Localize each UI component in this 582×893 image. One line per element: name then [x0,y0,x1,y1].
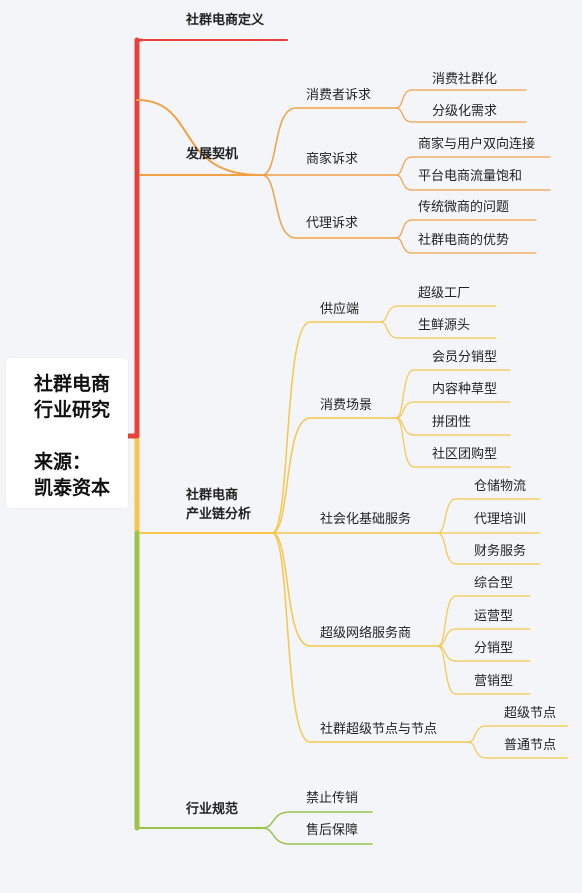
edge-network-1 [437,595,531,647]
edge-social-1 [437,498,541,534]
edge-nodes [271,532,469,743]
leaf-consumer-socialization[interactable]: 消费社群化 [432,72,498,87]
edge-consumer-1 [395,89,527,109]
branch-regulation[interactable]: 行业规范 [186,802,239,817]
leaf-marketing[interactable]: 营销型 [474,674,514,689]
edge-social-3 [437,532,541,565]
leaf-operation[interactable]: 运营型 [474,609,514,624]
edge-regulation-1 [261,811,373,829]
leaf-social-advantage[interactable]: 社群电商的优势 [418,233,510,248]
edge-merchant-1 [395,156,551,176]
leaf-agent-training[interactable]: 代理培训 [474,512,527,527]
edge-scene-1 [395,369,511,419]
edge-nodes-1 [467,725,569,743]
leaf-after-sales[interactable]: 售后保障 [306,823,359,838]
edge-merchant-2 [395,174,551,191]
leaf-member-distribution[interactable]: 会员分销型 [432,350,498,365]
node-network-provider[interactable]: 超级网络服务商 [320,626,412,641]
node-super-nodes[interactable]: 社群超级节点与节点 [320,722,438,737]
leaf-tiered-demand[interactable]: 分级化需求 [432,104,498,119]
edge-scene-4 [395,417,511,468]
leaf-distribution[interactable]: 分销型 [474,641,514,656]
edge-scene [271,417,397,534]
edge-network-4 [437,645,531,695]
edge-consumer-2 [395,107,527,123]
leaf-community-group[interactable]: 社区团购型 [432,447,498,462]
node-supply[interactable]: 供应端 [320,302,360,317]
edge-regulation-2 [261,827,373,845]
edge-opportunity-in [136,99,261,176]
leaf-merchant-user-link[interactable]: 商家与用户双向连接 [418,137,536,152]
leaf-no-pyramid[interactable]: 禁止传销 [306,791,359,806]
edge-scene-2 [395,401,511,419]
leaf-super-factory[interactable]: 超级工厂 [418,286,471,301]
leaf-normal-node[interactable]: 普通节点 [504,738,557,753]
branch-chain-line-2[interactable]: 产业链分析 [186,507,252,522]
branch-opportunity[interactable]: 发展契机 [186,147,239,162]
edge-supply [271,321,381,534]
edge-network-2 [437,628,531,647]
edge-consumer [261,107,397,176]
edge-network [271,532,439,647]
branch-chain-line-1[interactable]: 社群电商 [186,488,239,503]
edge-supply-1 [379,305,497,323]
leaf-wechat-issues[interactable]: 传统微商的问题 [418,200,510,215]
branch-definition[interactable]: 社群电商定义 [186,13,265,28]
node-consumer-demand[interactable]: 消费者诉求 [306,88,372,103]
node-merchant-demand[interactable]: 商家诉求 [306,152,359,167]
edge-supply-2 [379,321,497,339]
node-social-services[interactable]: 社会化基础服务 [320,512,412,527]
edge-agent-2 [395,237,537,254]
edge-nodes-2 [467,741,569,759]
leaf-comprehensive[interactable]: 综合型 [474,576,514,591]
leaf-super-node[interactable]: 超级节点 [504,706,557,721]
leaf-group-buying[interactable]: 拼团性 [432,415,472,430]
edge-agent [261,174,397,239]
root-source-name: 凯泰资本 [34,477,111,499]
leaf-warehouse-logistics[interactable]: 仓储物流 [474,479,527,494]
root-title-line-1: 社群电商 [34,373,111,395]
edge-agent-1 [395,219,537,239]
leaf-finance-service[interactable]: 财务服务 [474,544,527,559]
leaf-platform-traffic[interactable]: 平台电商流量饱和 [418,169,523,184]
root-source-label: 来源： [34,451,92,473]
root-title-line-2: 行业研究 [34,399,111,421]
leaf-content-seeding[interactable]: 内容种草型 [432,382,498,397]
leaf-fresh-source[interactable]: 生鲜源头 [418,318,471,333]
node-agent-demand[interactable]: 代理诉求 [306,216,359,231]
node-consumption-scene[interactable]: 消费场景 [320,398,373,413]
root-topic[interactable]: 社群电商 行业研究 来源： 凯泰资本 [6,358,128,508]
edge-definition-corner [135,38,143,46]
